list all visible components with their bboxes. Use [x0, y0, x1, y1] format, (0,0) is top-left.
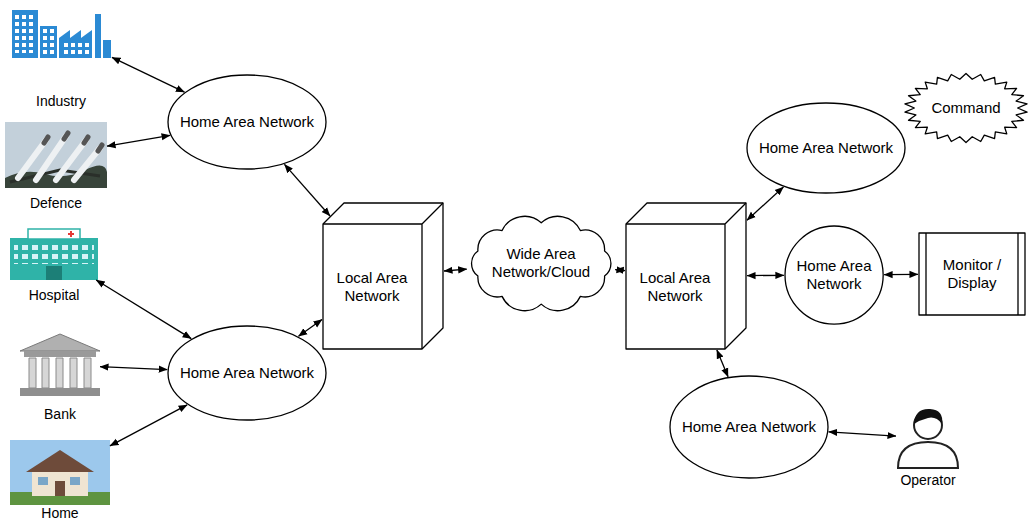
- sign-board: [28, 229, 80, 239]
- door: [55, 481, 65, 496]
- operator-icon: [898, 409, 958, 468]
- icon-label: Hospital: [29, 287, 80, 304]
- ellipse-shape: [168, 75, 326, 169]
- display-box: Monitor / Display: [918, 232, 1026, 316]
- icon-node: Bank: [20, 334, 100, 422]
- node-label: Local Area Network: [633, 269, 717, 305]
- windows: [62, 43, 90, 54]
- red-cross: [68, 231, 74, 237]
- icon-node: Defence: [5, 122, 107, 211]
- network-ellipse: Home Area Network: [167, 74, 327, 170]
- pediment: [20, 334, 100, 351]
- node-label: Home Area Network: [795, 257, 873, 293]
- windows: [14, 13, 36, 53]
- sky: [10, 440, 110, 505]
- roof: [26, 450, 94, 472]
- base: [20, 388, 100, 396]
- node-label: Wide Area Network/Cloud: [491, 245, 591, 281]
- command-burst: Command: [903, 72, 1029, 144]
- icon-label: Industry: [36, 93, 86, 110]
- network-ellipse: Home Area Network: [167, 325, 327, 421]
- icon-node: Home: [10, 440, 110, 521]
- shoulders: [898, 442, 958, 468]
- network-circle: Home Area Network: [784, 225, 884, 325]
- cube-outline: [626, 203, 746, 349]
- display-side-lines: [926, 233, 1018, 315]
- connector-arrow: [829, 432, 896, 436]
- connector-arrow: [717, 350, 728, 377]
- cube-edges: [626, 203, 746, 349]
- connector-arrow: [100, 367, 167, 370]
- ellipse-shape: [785, 226, 883, 324]
- home-icon: [10, 440, 110, 505]
- ellipse-shape: [747, 103, 905, 193]
- industry-icon: [12, 10, 111, 58]
- node-label: Home Area Network: [682, 418, 816, 436]
- hospital-icon: [10, 229, 98, 280]
- entablature: [24, 351, 96, 357]
- missiles: [18, 136, 100, 180]
- connector-arrow: [747, 187, 783, 220]
- network-cloud: Wide Area Network/Cloud: [458, 207, 624, 320]
- icon-node: Industry: [10, 8, 112, 109]
- network-ellipse: Home Area Network: [669, 375, 829, 479]
- icon-label: Home: [41, 505, 78, 522]
- network-cube: Local Area Network: [625, 202, 747, 350]
- ellipse-shape: [168, 326, 326, 420]
- door: [46, 266, 62, 280]
- defence-icon: [5, 122, 107, 188]
- sky: [5, 122, 107, 188]
- connector-arrow: [615, 269, 625, 271]
- missile-tips: [44, 133, 102, 151]
- connector-arrow: [110, 405, 187, 446]
- icon-node: Operator: [896, 408, 960, 488]
- connector-arrow: [112, 57, 184, 92]
- house-wall: [32, 470, 88, 496]
- icon-node: Hospital: [8, 228, 100, 303]
- bank-icon: [20, 334, 100, 396]
- windows: [14, 244, 94, 264]
- cube-edges: [323, 203, 443, 349]
- connector-arrow: [96, 280, 191, 339]
- network-ellipse: Home Area Network: [746, 102, 906, 194]
- ellipse-shape: [670, 376, 828, 478]
- connector-arrow: [747, 275, 784, 277]
- display-rect: [919, 233, 1025, 315]
- factory-silhouette: [12, 10, 111, 58]
- hair: [914, 409, 942, 424]
- icon-label: Bank: [44, 406, 76, 423]
- columns: [29, 358, 91, 388]
- node-label: Monitor / Display: [932, 256, 1012, 292]
- icon-label: Defence: [30, 195, 82, 212]
- cube-outline: [323, 203, 443, 349]
- hospital-building: [10, 238, 98, 280]
- node-label: Home Area Network: [180, 113, 314, 131]
- connector-arrow: [107, 135, 170, 146]
- connector-arrow: [444, 269, 467, 271]
- node-label: Home Area Network: [759, 139, 893, 157]
- icon-label: Operator: [900, 472, 955, 489]
- windows: [42, 29, 55, 54]
- cloud-shape: [471, 216, 610, 310]
- node-label: Home Area Network: [180, 364, 314, 382]
- connector-arrow: [299, 320, 323, 337]
- node-label: Local Area Network: [330, 269, 414, 305]
- connector-arrow: [284, 164, 330, 216]
- connector-arrow: [884, 274, 918, 276]
- node-label: Command: [931, 99, 1000, 117]
- network-cube: Local Area Network: [322, 202, 444, 350]
- burst-shape: [905, 74, 1027, 143]
